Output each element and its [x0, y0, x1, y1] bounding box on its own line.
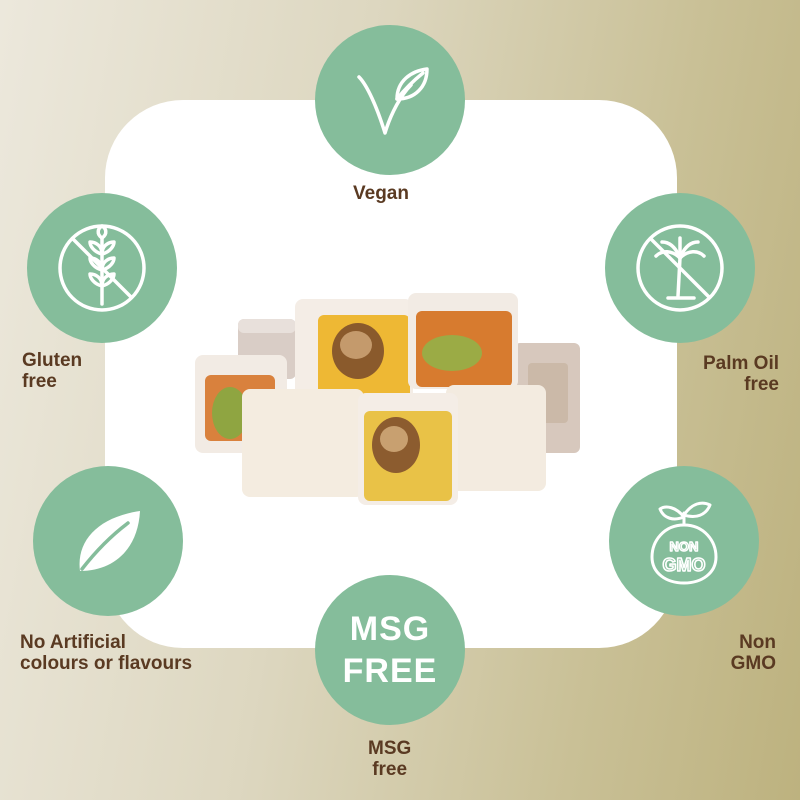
delight-cube: [295, 299, 413, 409]
no-artificial-label: No Artificial colours or flavours: [20, 632, 193, 674]
non-gmo-label: Non GMO: [730, 632, 776, 674]
gluten-free-label: Gluten free: [22, 350, 83, 392]
non-gmo-icon: NON GMO: [650, 501, 718, 585]
msg-free-label: MSG free: [368, 738, 412, 780]
non-gmo-icon-text-bottom: GMO: [663, 555, 706, 575]
palm-oil-free-label: Palm Oil free: [702, 353, 779, 395]
msg-free-badge: MSG FREE: [315, 575, 465, 725]
msg-free-text-icon: MSG FREE: [342, 610, 438, 690]
no-palm-tree-icon: [636, 224, 724, 312]
vegan-v-leaf-icon: [357, 67, 429, 135]
delight-cube: [358, 393, 458, 505]
non-gmo-badge: NON GMO: [609, 466, 759, 616]
delight-cube: [446, 385, 546, 491]
no-wheat-icon: [58, 224, 146, 312]
delight-cube: [408, 293, 518, 389]
vegan-badge: [315, 25, 465, 175]
vegan-label: Vegan: [353, 183, 409, 204]
leaf-icon: [79, 511, 140, 571]
turkish-delight-image: [195, 293, 580, 505]
delight-cube: [242, 389, 364, 497]
no-artificial-badge: [33, 466, 183, 616]
palm-oil-free-badge: [605, 193, 755, 343]
gluten-free-badge: [27, 193, 177, 343]
non-gmo-icon-text-top: NON: [670, 539, 699, 554]
